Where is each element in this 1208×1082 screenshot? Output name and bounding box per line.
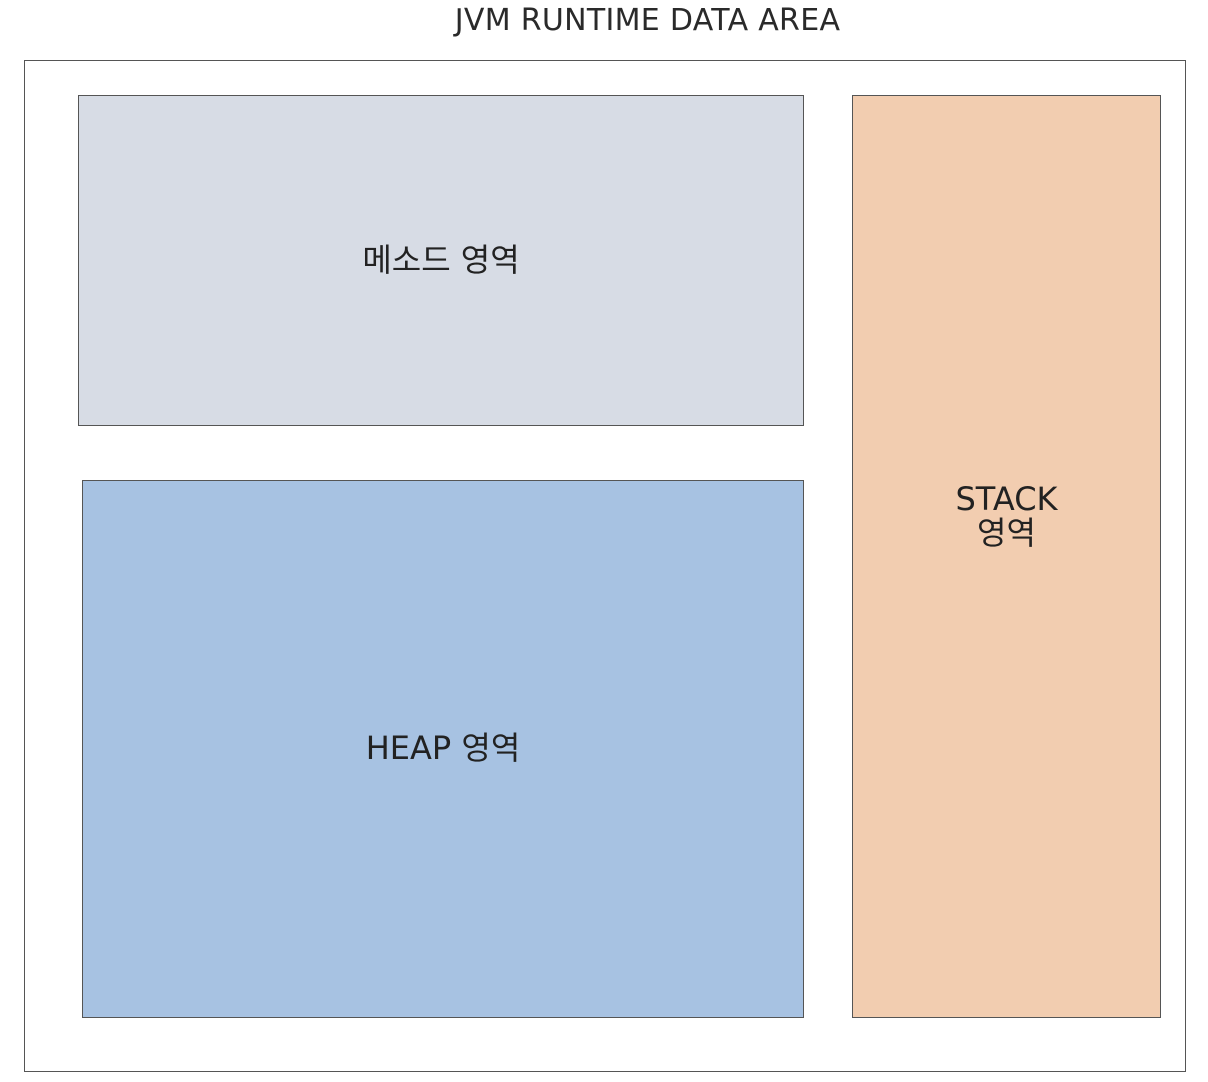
method-area-box: 메소드 영역 <box>78 95 804 426</box>
stack-area-box: STACK 영역 <box>852 95 1161 1018</box>
heap-area-box: HEAP 영역 <box>82 480 804 1018</box>
heap-area-label: HEAP 영역 <box>365 729 521 768</box>
stack-area-label: STACK 영역 <box>955 479 1058 552</box>
method-area-label: 메소드 영역 <box>362 240 520 279</box>
stack-area-label-line2: 영역 <box>977 513 1036 552</box>
stack-area-label-line1: STACK <box>955 479 1058 518</box>
diagram-title: JVM RUNTIME DATA AREA <box>454 2 841 38</box>
